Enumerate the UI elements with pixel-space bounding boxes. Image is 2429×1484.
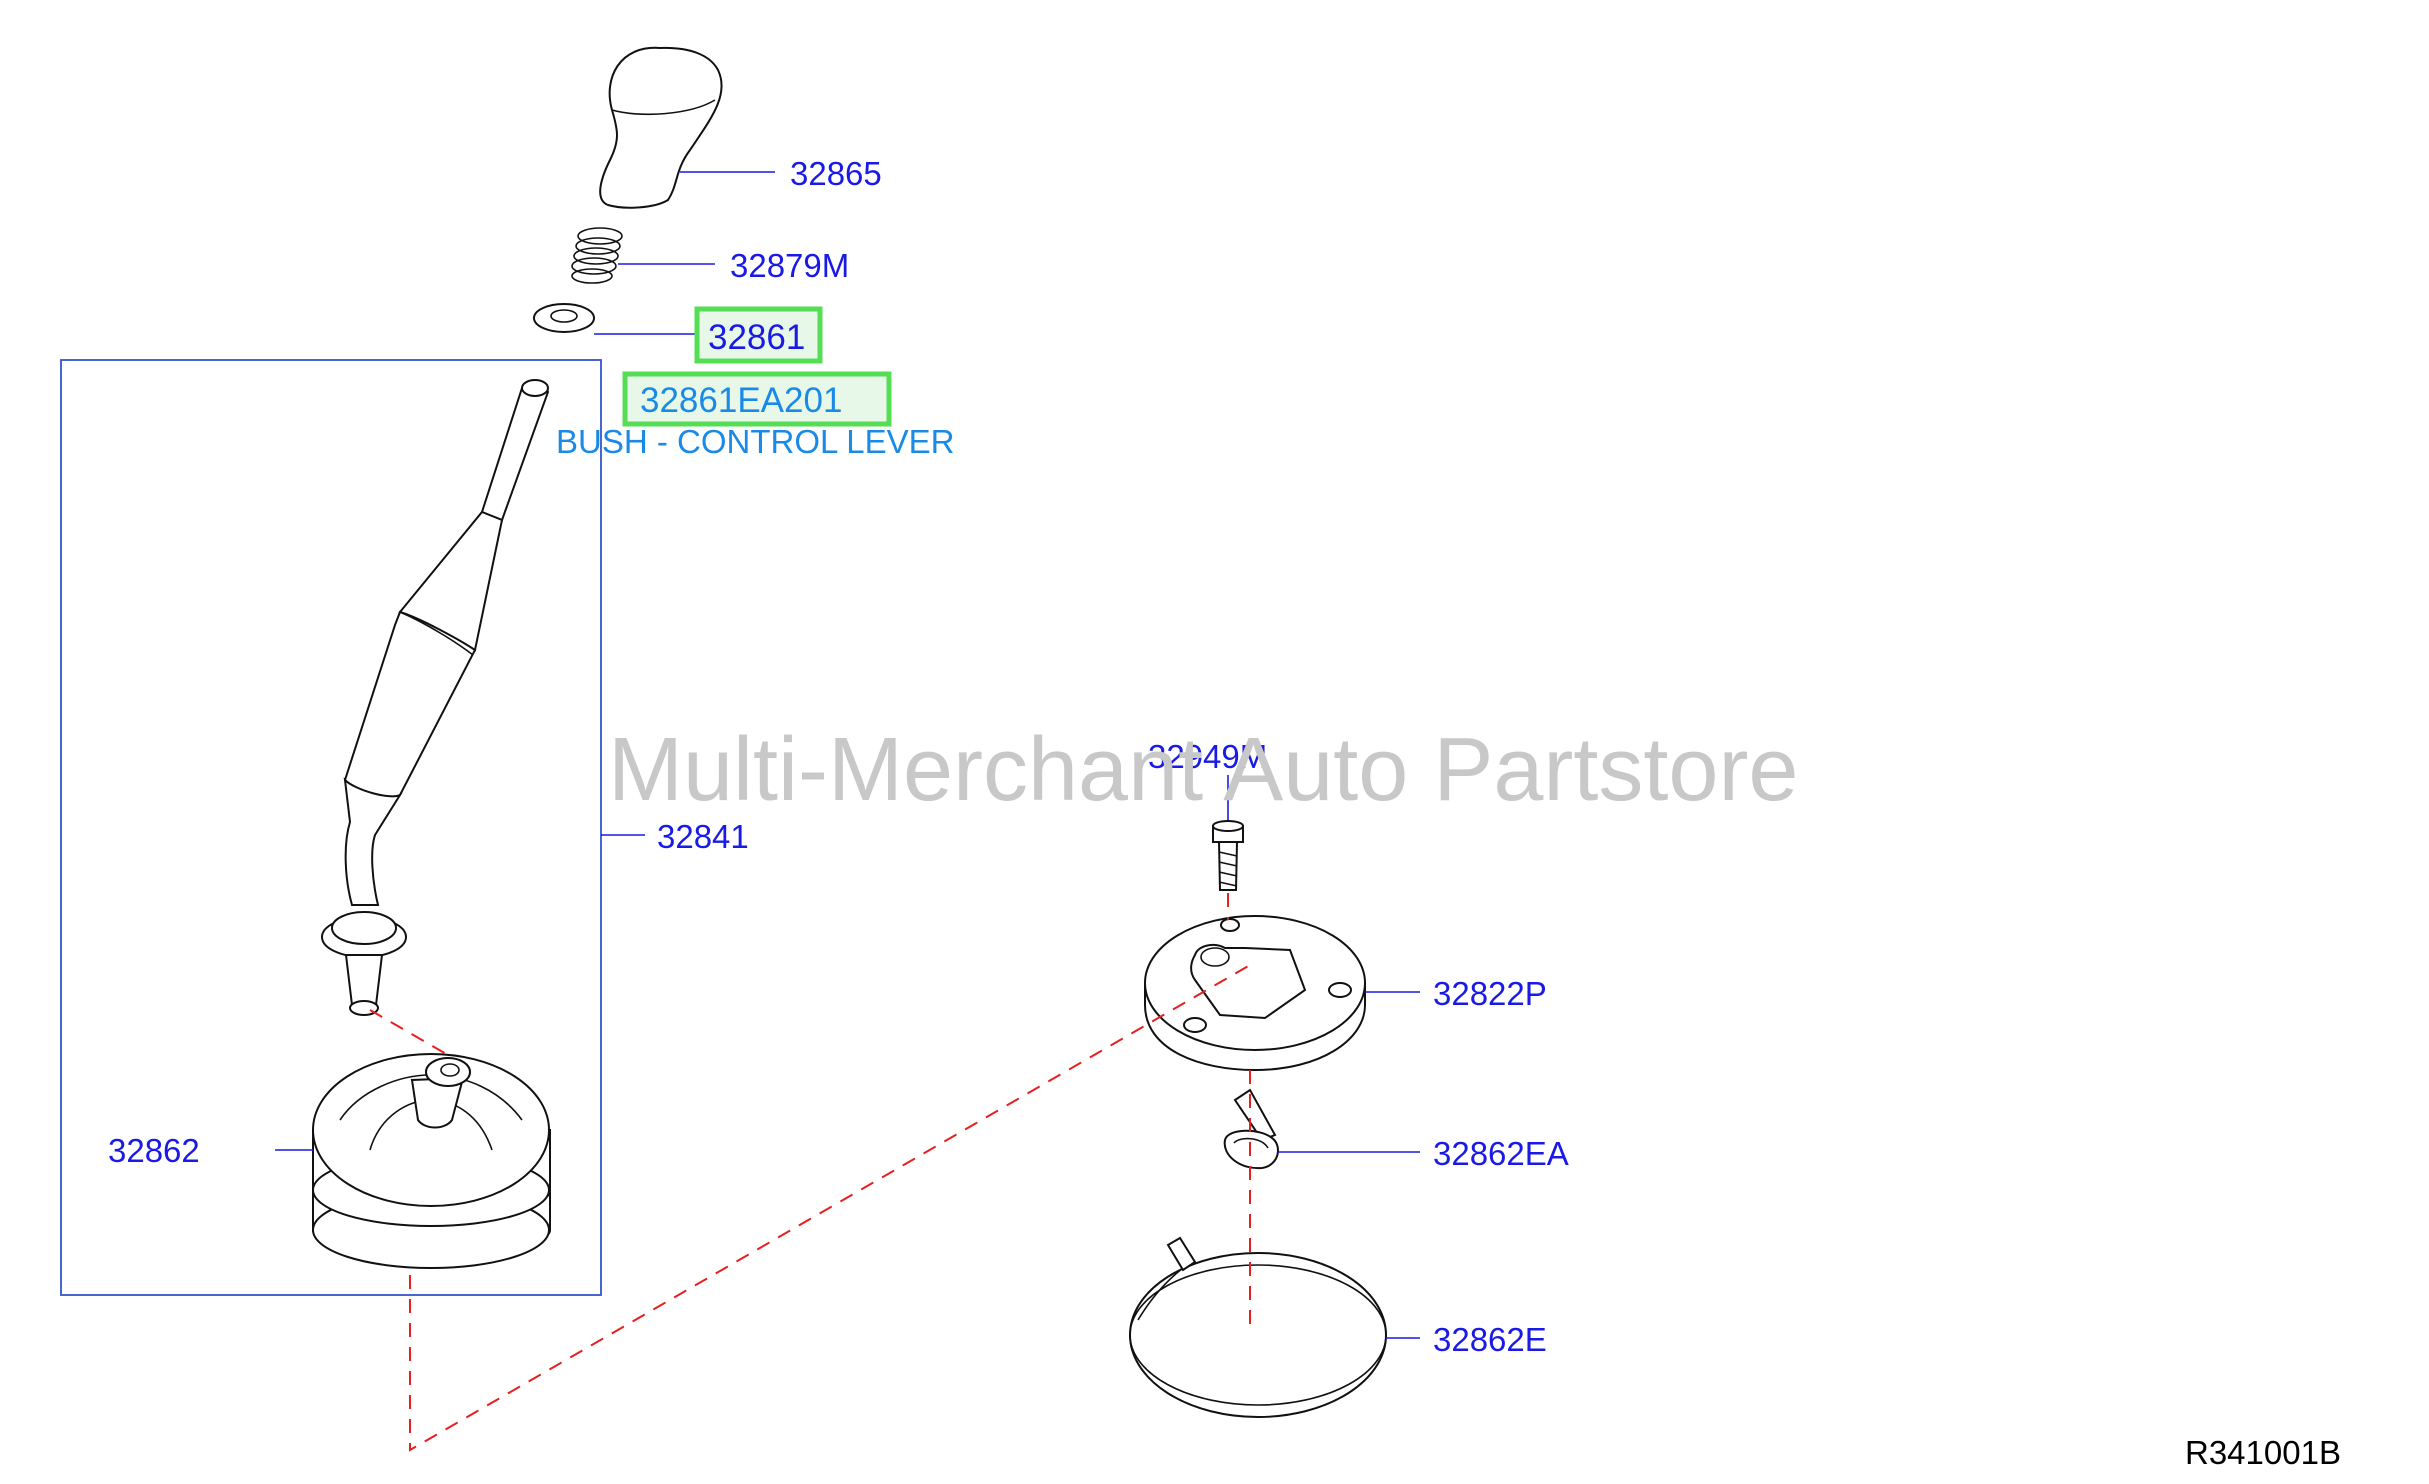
alignment-lines bbox=[369, 893, 1251, 1452]
plate-part[interactable] bbox=[1144, 915, 1366, 1072]
bolt-part[interactable] bbox=[1212, 820, 1244, 891]
catalog-number[interactable]: 32861EA201 bbox=[640, 381, 842, 420]
bush-part[interactable] bbox=[533, 303, 595, 333]
clip-part[interactable] bbox=[1223, 1088, 1279, 1170]
bolt-callout[interactable]: 32949M bbox=[1148, 738, 1267, 775]
boot-callout[interactable]: 32862 bbox=[108, 1132, 200, 1169]
band-callout[interactable]: 32862E bbox=[1433, 1321, 1547, 1358]
shift-knob-part[interactable] bbox=[599, 46, 723, 209]
boot-part[interactable] bbox=[312, 1053, 551, 1269]
band-part[interactable] bbox=[1129, 1236, 1387, 1418]
clip-callout[interactable]: 32862EA bbox=[1433, 1135, 1569, 1172]
catalog-number-highlight bbox=[622, 371, 892, 427]
control-lever-part[interactable] bbox=[321, 379, 550, 1016]
spring-callout[interactable]: 32879M bbox=[730, 247, 849, 284]
reference-code: R341001B bbox=[2185, 1434, 2341, 1471]
lever-assembly-box bbox=[60, 359, 602, 1296]
spring-part[interactable] bbox=[571, 227, 623, 284]
watermark: Multi-Merchant Auto Partstore bbox=[608, 720, 1798, 820]
lever-callout[interactable]: 32841 bbox=[657, 818, 749, 855]
plate-callout[interactable]: 32822P bbox=[1433, 975, 1547, 1012]
bush-callout[interactable]: 32861 bbox=[708, 318, 805, 357]
bush-callout-highlight bbox=[694, 306, 823, 364]
part-description: BUSH - CONTROL LEVER bbox=[556, 423, 955, 460]
knob-callout[interactable]: 32865 bbox=[790, 155, 882, 192]
